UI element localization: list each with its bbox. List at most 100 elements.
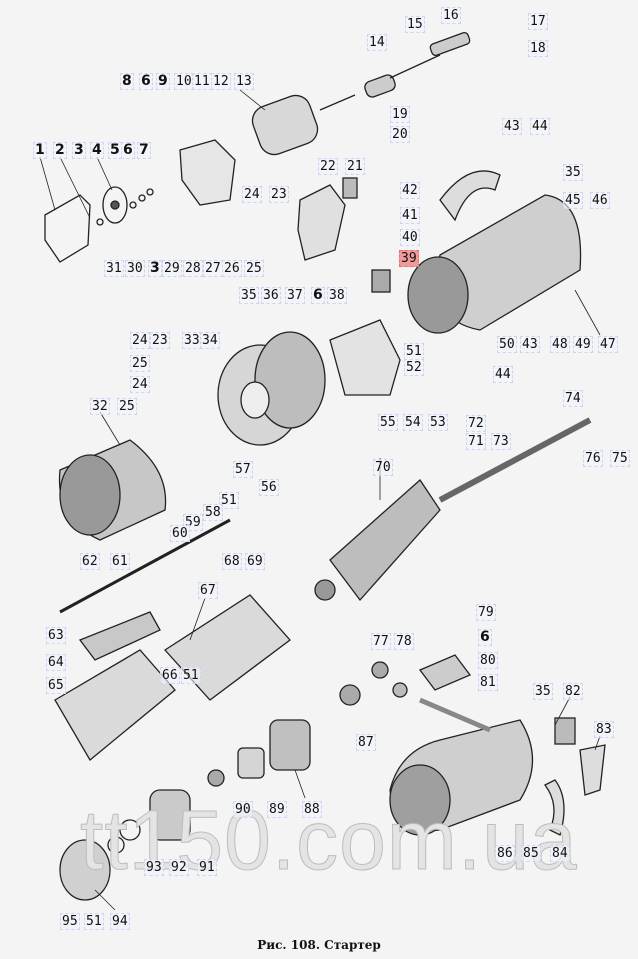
part-label-6[interactable]: 6 [311, 287, 325, 304]
part-label-6[interactable]: 6 [139, 73, 153, 90]
part-label-54[interactable]: 54 [403, 414, 423, 431]
part-label-40[interactable]: 40 [400, 229, 420, 246]
part-label-75[interactable]: 75 [610, 450, 630, 467]
part-label-58[interactable]: 58 [203, 504, 223, 521]
part-label-56[interactable]: 56 [259, 479, 279, 496]
part-label-34[interactable]: 34 [200, 332, 220, 349]
part-label-70[interactable]: 70 [373, 459, 393, 476]
part-label-68[interactable]: 68 [222, 553, 242, 570]
part-label-80[interactable]: 80 [478, 652, 498, 669]
part-label-3[interactable]: 3 [72, 142, 86, 159]
part-label-38[interactable]: 38 [327, 287, 347, 304]
part-label-6[interactable]: 6 [121, 142, 135, 159]
part-label-25[interactable]: 25 [244, 260, 264, 277]
part-label-12[interactable]: 12 [211, 73, 231, 90]
part-label-35[interactable]: 35 [533, 683, 553, 700]
part-label-85[interactable]: 85 [521, 845, 541, 862]
part-label-2[interactable]: 2 [53, 142, 67, 159]
part-label-18[interactable]: 18 [528, 40, 548, 57]
part-label-20[interactable]: 20 [390, 126, 410, 143]
part-label-47[interactable]: 47 [598, 336, 618, 353]
part-label-24[interactable]: 24 [130, 332, 150, 349]
part-label-81[interactable]: 81 [478, 674, 498, 691]
part-label-66[interactable]: 66 [160, 667, 180, 684]
part-label-78[interactable]: 78 [394, 633, 414, 650]
part-label-31[interactable]: 31 [104, 260, 124, 277]
part-label-69[interactable]: 69 [245, 553, 265, 570]
part-label-35[interactable]: 35 [563, 164, 583, 181]
part-label-33[interactable]: 33 [182, 332, 202, 349]
part-label-9[interactable]: 9 [156, 73, 170, 90]
part-label-41[interactable]: 41 [400, 207, 420, 224]
part-label-43[interactable]: 43 [520, 336, 540, 353]
part-label-53[interactable]: 53 [428, 414, 448, 431]
part-label-23[interactable]: 23 [269, 186, 289, 203]
part-label-64[interactable]: 64 [46, 654, 66, 671]
part-label-24[interactable]: 24 [242, 186, 262, 203]
part-label-86[interactable]: 86 [495, 845, 515, 862]
part-label-44[interactable]: 44 [530, 118, 550, 135]
part-label-22[interactable]: 22 [318, 158, 338, 175]
part-label-44[interactable]: 44 [493, 366, 513, 383]
part-label-46[interactable]: 46 [590, 192, 610, 209]
part-label-57[interactable]: 57 [233, 461, 253, 478]
part-label-39[interactable]: 39 [399, 250, 419, 267]
part-label-36[interactable]: 36 [261, 287, 281, 304]
part-label-16[interactable]: 16 [441, 7, 461, 24]
part-label-94[interactable]: 94 [110, 913, 130, 930]
part-label-30[interactable]: 30 [125, 260, 145, 277]
part-label-82[interactable]: 82 [563, 683, 583, 700]
part-label-91[interactable]: 91 [197, 859, 217, 876]
part-label-43[interactable]: 43 [502, 118, 522, 135]
part-label-49[interactable]: 49 [573, 336, 593, 353]
part-label-28[interactable]: 28 [183, 260, 203, 277]
part-label-45[interactable]: 45 [563, 192, 583, 209]
part-label-35[interactable]: 35 [239, 287, 259, 304]
part-label-14[interactable]: 14 [367, 34, 387, 51]
part-label-19[interactable]: 19 [390, 106, 410, 123]
part-label-27[interactable]: 27 [203, 260, 223, 277]
part-label-8[interactable]: 8 [120, 73, 134, 90]
part-label-26[interactable]: 26 [222, 260, 242, 277]
part-label-29[interactable]: 29 [162, 260, 182, 277]
part-label-65[interactable]: 65 [46, 677, 66, 694]
part-label-3[interactable]: 3 [148, 260, 162, 277]
part-label-4[interactable]: 4 [90, 142, 104, 159]
part-label-74[interactable]: 74 [563, 390, 583, 407]
part-label-87[interactable]: 87 [356, 734, 376, 751]
part-label-23[interactable]: 23 [150, 332, 170, 349]
part-label-89[interactable]: 89 [267, 801, 287, 818]
part-label-84[interactable]: 84 [550, 845, 570, 862]
part-label-11[interactable]: 11 [192, 73, 212, 90]
part-label-73[interactable]: 73 [491, 433, 511, 450]
part-label-55[interactable]: 55 [378, 414, 398, 431]
part-label-17[interactable]: 17 [528, 13, 548, 30]
part-label-88[interactable]: 88 [302, 801, 322, 818]
part-label-79[interactable]: 79 [476, 604, 496, 621]
part-label-15[interactable]: 15 [405, 16, 425, 33]
part-label-63[interactable]: 63 [46, 627, 66, 644]
part-label-92[interactable]: 92 [169, 859, 189, 876]
part-label-50[interactable]: 50 [497, 336, 517, 353]
part-label-1[interactable]: 1 [33, 142, 47, 159]
part-label-32[interactable]: 32 [90, 398, 110, 415]
part-label-21[interactable]: 21 [345, 158, 365, 175]
part-label-51[interactable]: 51 [219, 492, 239, 509]
part-label-77[interactable]: 77 [371, 633, 391, 650]
part-label-62[interactable]: 62 [80, 553, 100, 570]
part-label-25[interactable]: 25 [117, 398, 137, 415]
part-label-95[interactable]: 95 [60, 913, 80, 930]
part-label-51[interactable]: 51 [84, 913, 104, 930]
part-label-25[interactable]: 25 [130, 355, 150, 372]
part-label-60[interactable]: 60 [170, 525, 190, 542]
part-label-76[interactable]: 76 [583, 450, 603, 467]
part-label-48[interactable]: 48 [550, 336, 570, 353]
part-label-6[interactable]: 6 [478, 629, 492, 646]
part-label-67[interactable]: 67 [198, 582, 218, 599]
part-label-72[interactable]: 72 [466, 415, 486, 432]
part-label-51[interactable]: 51 [181, 667, 201, 684]
part-label-42[interactable]: 42 [400, 182, 420, 199]
part-label-5[interactable]: 5 [108, 142, 122, 159]
part-label-90[interactable]: 90 [233, 801, 253, 818]
part-label-13[interactable]: 13 [234, 73, 254, 90]
